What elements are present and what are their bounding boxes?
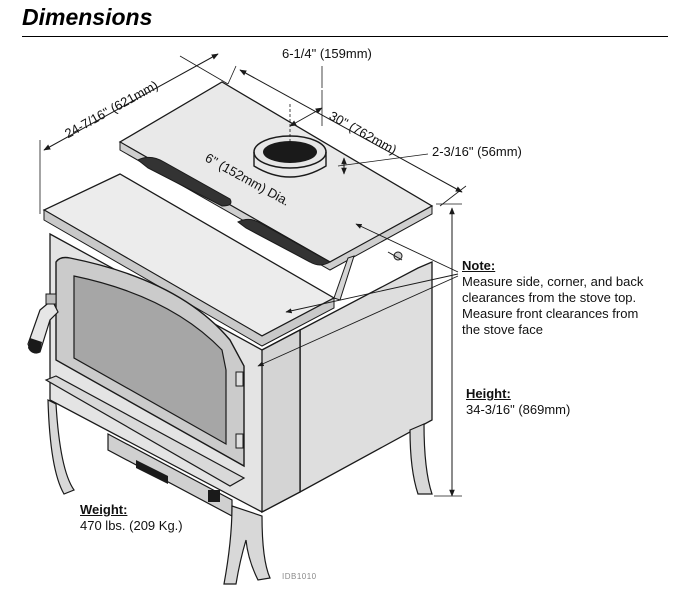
door-hinge: [235, 433, 244, 449]
note-line: the stove face: [462, 322, 543, 337]
dimension-line-flue-offset: [289, 107, 323, 127]
title-divider: [22, 36, 668, 37]
note-line: clearances from the stove top.: [462, 290, 637, 305]
flue-offset-label: 6-1/4" (159mm): [282, 46, 372, 61]
height-value: 34-3/16" (869mm): [466, 402, 571, 417]
height-heading: Height:: [466, 386, 511, 401]
weight-heading: Weight:: [80, 502, 128, 517]
door-hinge: [235, 371, 244, 387]
note-line: Measure side, corner, and back: [462, 274, 644, 289]
dimension-line-width: [43, 53, 219, 151]
height-block: Height: 34-3/16" (869mm): [466, 386, 570, 418]
stove-leg: [47, 399, 75, 495]
top-vent-slot: [237, 218, 331, 266]
top-vent-slot: [137, 156, 232, 207]
door-glass: [73, 275, 227, 446]
figure-code: IDB1010: [282, 572, 317, 581]
note-heading: Note:: [462, 258, 496, 273]
note-line: Measure front clearances from: [462, 306, 639, 321]
note-leader: [257, 275, 459, 367]
dimension-line-depth: [239, 69, 463, 193]
collar-height-label: 2-3/16" (56mm): [432, 144, 522, 159]
stove-leg: [409, 423, 433, 495]
weight-value: 470 lbs. (209 Kg.): [80, 518, 183, 533]
ash-lip: [44, 375, 246, 487]
weight-block: Weight: 470 lbs. (209 Kg.): [80, 502, 183, 534]
note-leader: [285, 273, 459, 314]
note-block: Note: Measure side, corner, and back cle…: [462, 258, 643, 338]
page-title: Dimensions: [22, 4, 153, 30]
ash-drawer-handle: [136, 460, 168, 484]
stove-leg: [223, 505, 271, 585]
stove-corner-column: [261, 328, 301, 514]
note-leader: [355, 223, 459, 273]
